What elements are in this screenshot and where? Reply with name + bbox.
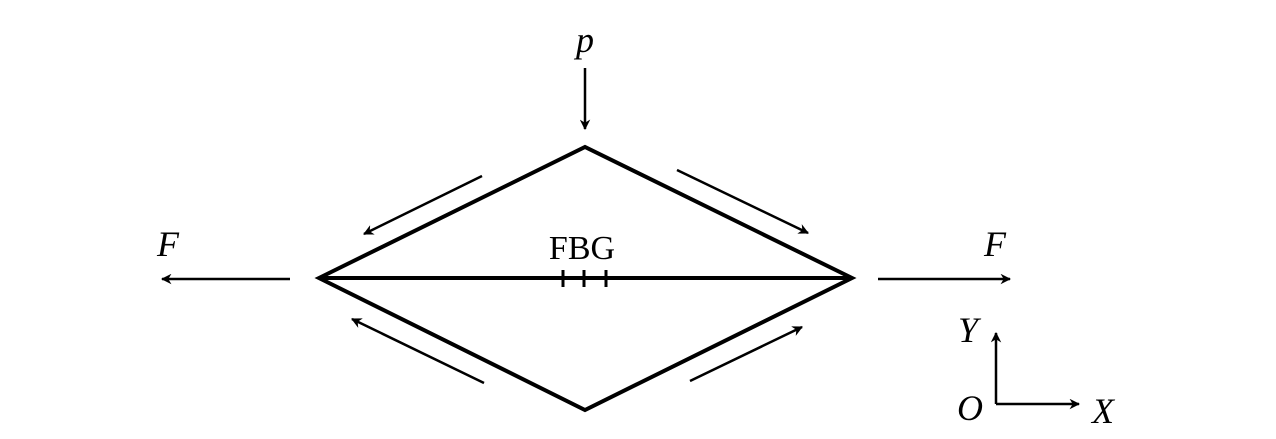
origin-label: O <box>957 388 983 428</box>
force-label-right: F <box>983 224 1007 264</box>
deformation-arrow-lower-left <box>351 317 485 385</box>
pressure-label: p <box>573 20 594 60</box>
x-axis-label: X <box>1090 391 1116 431</box>
deformation-arrow-lower-right <box>689 325 803 383</box>
fbg-label: FBG <box>549 230 615 267</box>
fbg-grating-marks <box>561 270 608 287</box>
deformation-arrow-upper-right <box>676 168 809 235</box>
deformation-arrow-upper-left <box>363 174 483 236</box>
y-axis-label: Y <box>958 310 982 350</box>
force-label-left: F <box>156 224 180 264</box>
coordinate-axes: Y O X <box>957 310 1116 431</box>
